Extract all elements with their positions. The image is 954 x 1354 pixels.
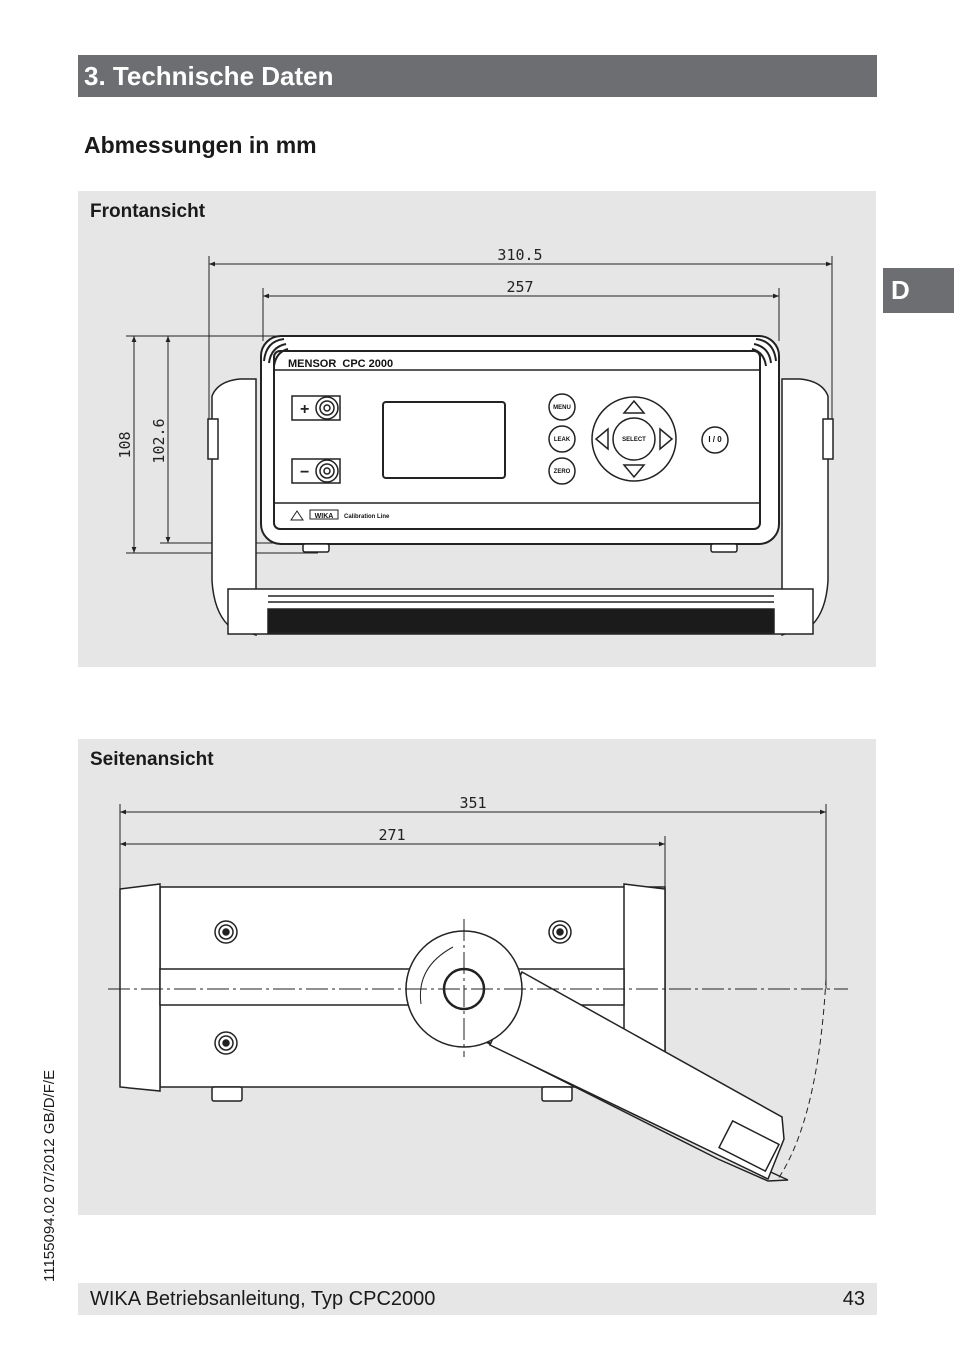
device-display xyxy=(382,401,506,479)
nav-arrows xyxy=(594,399,674,479)
pressure-port-plus xyxy=(291,395,341,421)
power-button xyxy=(701,426,729,454)
front-view-panel: Frontansicht 310.5 257 108 102.6 xyxy=(78,191,876,667)
zero-button xyxy=(548,457,576,485)
calibration-line-label: Calibration Line xyxy=(344,514,390,520)
language-tab: D xyxy=(883,268,954,313)
dim-overall-height: 108 xyxy=(116,431,134,458)
dim-body-width: 257 xyxy=(506,278,533,296)
port-minus-label: − xyxy=(300,464,309,481)
footer-title: WIKA Betriebsanleitung, Typ CPC2000 xyxy=(90,1288,436,1310)
leak-button xyxy=(548,425,576,453)
dim-overall-depth: 351 xyxy=(459,794,486,812)
menu-button xyxy=(548,393,576,421)
side-bumper-front xyxy=(119,883,161,1092)
dim-body-height: 102.6 xyxy=(150,418,168,463)
menu-button-label: MENU xyxy=(553,405,571,411)
side-view-panel: Seitenansicht 351 271 xyxy=(78,739,876,1215)
wika-logo: WIKA xyxy=(315,513,334,520)
subheading: Abmessungen in mm xyxy=(84,132,317,158)
section-header: 3. Technische Daten xyxy=(78,55,877,97)
document-code: 11155094.02 07/2012 GB/D/F/E xyxy=(41,1069,58,1282)
dim-overall-width: 310.5 xyxy=(497,246,542,264)
port-plus-label: + xyxy=(300,401,309,418)
select-button xyxy=(612,417,656,461)
leak-button-label: LEAK xyxy=(554,437,571,443)
page-footer: WIKA Betriebsanleitung, Typ CPC2000 43 xyxy=(78,1283,877,1315)
pressure-port-minus xyxy=(291,458,341,484)
select-button-label: SELECT xyxy=(622,437,646,443)
section-title: 3. Technische Daten xyxy=(84,61,334,91)
side-view-label: Seitenansicht xyxy=(90,749,214,770)
side-view-drawing: 351 271 xyxy=(108,794,848,1182)
front-handles xyxy=(207,378,834,637)
page-number: 43 xyxy=(842,1288,865,1310)
front-view-drawing: 310.5 257 108 102.6 xyxy=(116,246,834,637)
device-brand-label: MENSOR CPC 2000 xyxy=(288,358,393,370)
dim-body-depth: 271 xyxy=(378,826,405,844)
zero-button-label: ZERO xyxy=(554,469,571,475)
front-view-label: Frontansicht xyxy=(90,201,206,222)
warning-icon xyxy=(290,510,304,521)
power-button-label: I / 0 xyxy=(708,435,722,444)
